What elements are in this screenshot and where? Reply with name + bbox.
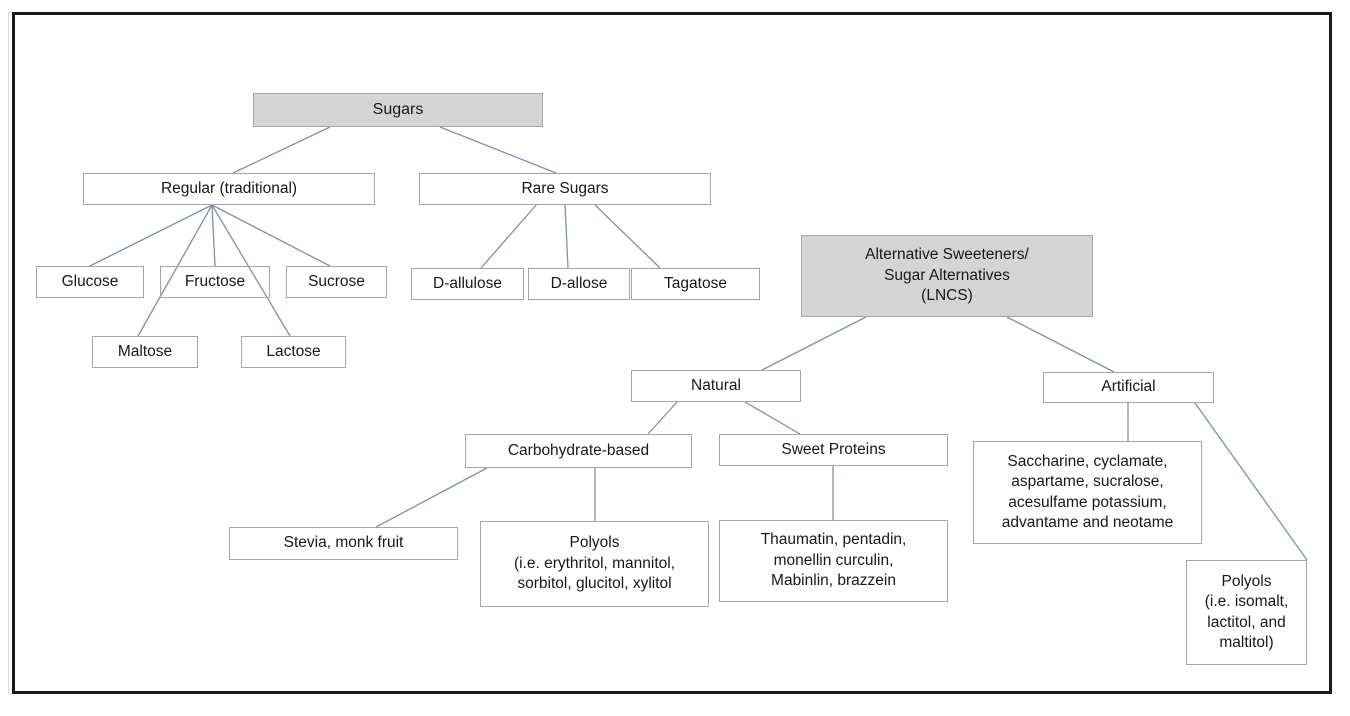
- node-lactose[interactable]: Lactose: [241, 336, 346, 368]
- node-maltose[interactable]: Maltose: [92, 336, 198, 368]
- node-rare-sugars[interactable]: Rare Sugars: [419, 173, 711, 205]
- node-fructose[interactable]: Fructose: [160, 266, 270, 298]
- node-tagatose[interactable]: Tagatose: [631, 268, 760, 300]
- node-polyols-natural[interactable]: Polyols (i.e. erythritol, mannitol, sorb…: [480, 521, 709, 607]
- node-artificial-list[interactable]: Saccharine, cyclamate, aspartame, sucral…: [973, 441, 1202, 544]
- diagram-inner-frame: [12, 12, 1332, 694]
- node-stevia-monk-fruit[interactable]: Stevia, monk fruit: [229, 527, 458, 560]
- node-artificial[interactable]: Artificial: [1043, 372, 1214, 403]
- node-sweet-proteins[interactable]: Sweet Proteins: [719, 434, 948, 466]
- node-sweet-protein-list[interactable]: Thaumatin, pentadin, monellin curculin, …: [719, 520, 948, 602]
- node-sucrose[interactable]: Sucrose: [286, 266, 387, 298]
- node-sugars[interactable]: Sugars: [253, 93, 543, 127]
- node-carbohydrate-based[interactable]: Carbohydrate-based: [465, 434, 692, 468]
- node-regular-traditional[interactable]: Regular (traditional): [83, 173, 375, 205]
- node-glucose[interactable]: Glucose: [36, 266, 144, 298]
- node-natural[interactable]: Natural: [631, 370, 801, 402]
- node-d-allulose[interactable]: D-allulose: [411, 268, 524, 300]
- node-alternative-sweeteners-lncs[interactable]: Alternative Sweeteners/ Sugar Alternativ…: [801, 235, 1093, 317]
- node-polyols-artificial[interactable]: Polyols (i.e. isomalt, lactitol, and mal…: [1186, 560, 1307, 665]
- node-d-allose[interactable]: D-allose: [528, 268, 630, 300]
